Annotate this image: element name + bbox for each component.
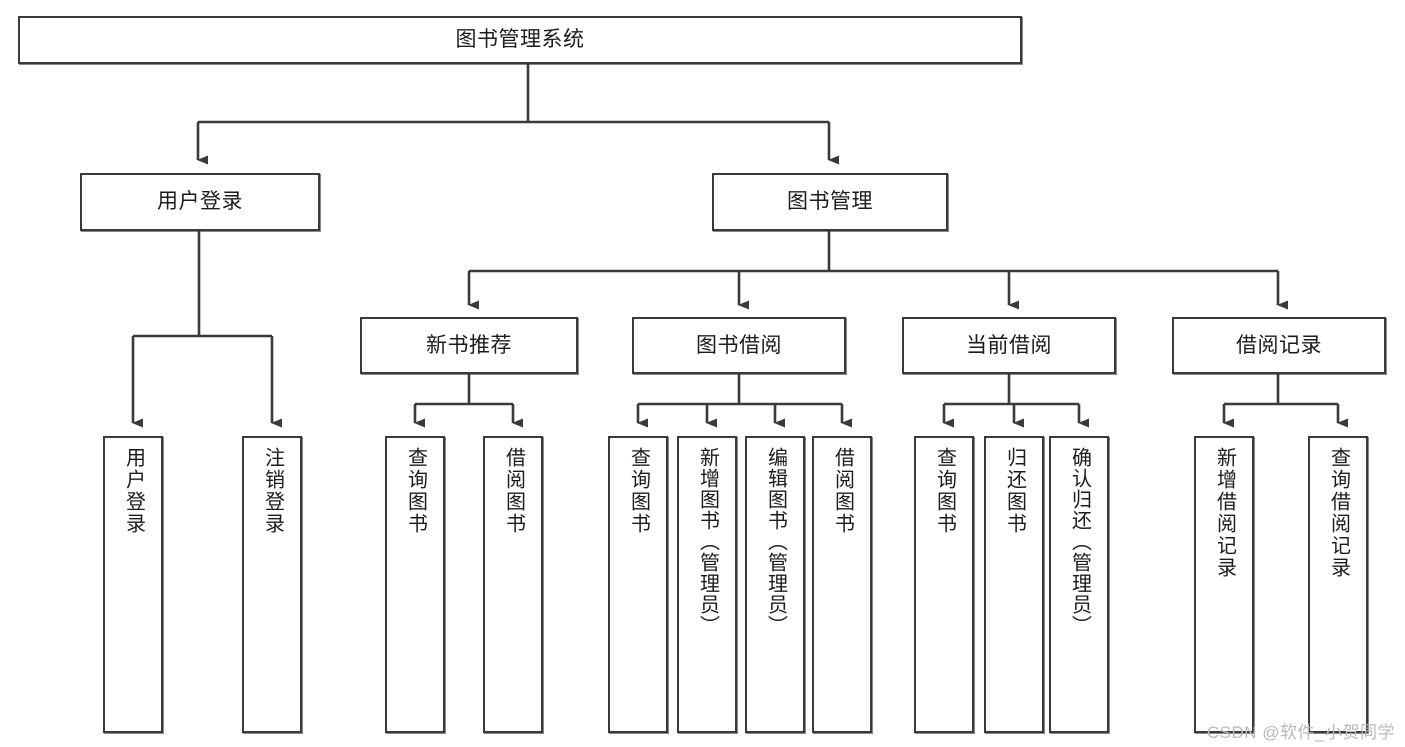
node-leaf-confirm-return-label: 确认归还（管理员） <box>1068 447 1091 636</box>
node-leaf-borrow-book-2-label: 借阅图书 <box>831 447 854 535</box>
node-leaf-query-book-2-label: 查询图书 <box>627 447 650 535</box>
node-leaf-borrow-book-1-label: 借阅图书 <box>502 447 525 535</box>
node-leaf-query-book-3[interactable]: 查询图书 <box>914 436 974 733</box>
node-leaf-logout[interactable]: 注销登录 <box>242 436 302 733</box>
node-leaf-query-book-1-label: 查询图书 <box>404 447 427 535</box>
node-book-borrow-label: 图书借阅 <box>696 333 782 357</box>
node-leaf-add-record[interactable]: 新增借阅记录 <box>1194 436 1254 733</box>
node-leaf-add-book[interactable]: 新增图书（管理员） <box>677 436 737 733</box>
node-leaf-query-record[interactable]: 查询借阅记录 <box>1308 436 1368 733</box>
node-leaf-return-book[interactable]: 归还图书 <box>984 436 1044 733</box>
node-leaf-query-book-2[interactable]: 查询图书 <box>608 436 668 733</box>
node-root-label: 图书管理系统 <box>455 28 585 52</box>
node-borrow-record-label: 借阅记录 <box>1236 333 1322 357</box>
node-borrow-record[interactable]: 借阅记录 <box>1172 317 1386 374</box>
node-user-login-label: 用户登录 <box>157 190 243 214</box>
node-leaf-return-book-label: 归还图书 <box>1003 447 1026 535</box>
node-leaf-add-record-label: 新增借阅记录 <box>1213 447 1236 579</box>
node-current-borrow-label: 当前借阅 <box>966 333 1052 357</box>
node-book-manage-label: 图书管理 <box>787 190 873 214</box>
node-leaf-confirm-return[interactable]: 确认归还（管理员） <box>1049 436 1109 733</box>
node-new-book-rec-label: 新书推荐 <box>426 333 512 357</box>
node-leaf-user-login-label: 用户登录 <box>122 447 145 535</box>
node-leaf-edit-book-label: 编辑图书（管理员） <box>764 447 787 636</box>
node-new-book-rec[interactable]: 新书推荐 <box>360 317 578 374</box>
node-book-borrow[interactable]: 图书借阅 <box>632 317 846 374</box>
node-leaf-query-book-3-label: 查询图书 <box>933 447 956 535</box>
node-leaf-borrow-book-2[interactable]: 借阅图书 <box>812 436 872 733</box>
node-leaf-user-login[interactable]: 用户登录 <box>103 436 163 733</box>
node-leaf-edit-book[interactable]: 编辑图书（管理员） <box>745 436 805 733</box>
node-leaf-query-book-1[interactable]: 查询图书 <box>385 436 445 733</box>
node-leaf-logout-label: 注销登录 <box>261 447 284 535</box>
node-leaf-borrow-book-1[interactable]: 借阅图书 <box>483 436 543 733</box>
node-leaf-query-record-label: 查询借阅记录 <box>1327 447 1350 579</box>
watermark: CSDN @软件_小贺同学 <box>1206 723 1395 742</box>
node-root[interactable]: 图书管理系统 <box>18 16 1022 64</box>
node-leaf-add-book-label: 新增图书（管理员） <box>696 447 719 636</box>
node-user-login[interactable]: 用户登录 <box>80 173 320 231</box>
node-book-manage[interactable]: 图书管理 <box>712 173 948 231</box>
node-current-borrow[interactable]: 当前借阅 <box>902 317 1116 374</box>
